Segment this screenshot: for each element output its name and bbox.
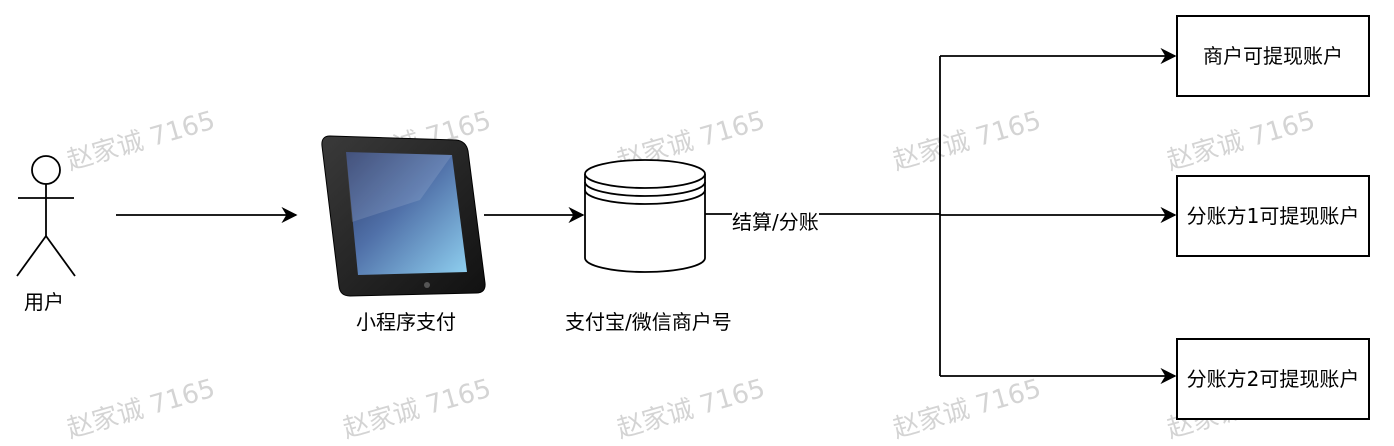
database-cylinder-icon [584,159,706,273]
user-actor-icon [16,155,76,277]
merchant-withdrawable-account-box: 商户可提现账户 [1176,15,1370,97]
settle-split-label: 结算/分账 [732,210,819,234]
user-label: 用户 [24,290,64,314]
tablet-icon [321,135,486,297]
party1-withdrawable-account-box: 分账方1可提现账户 [1176,175,1370,257]
mini-program-pay-label: 小程序支付 [356,310,456,334]
party2-withdrawable-account-box: 分账方2可提现账户 [1176,338,1370,420]
merchant-account-label: 支付宝/微信商户号 [565,310,732,334]
